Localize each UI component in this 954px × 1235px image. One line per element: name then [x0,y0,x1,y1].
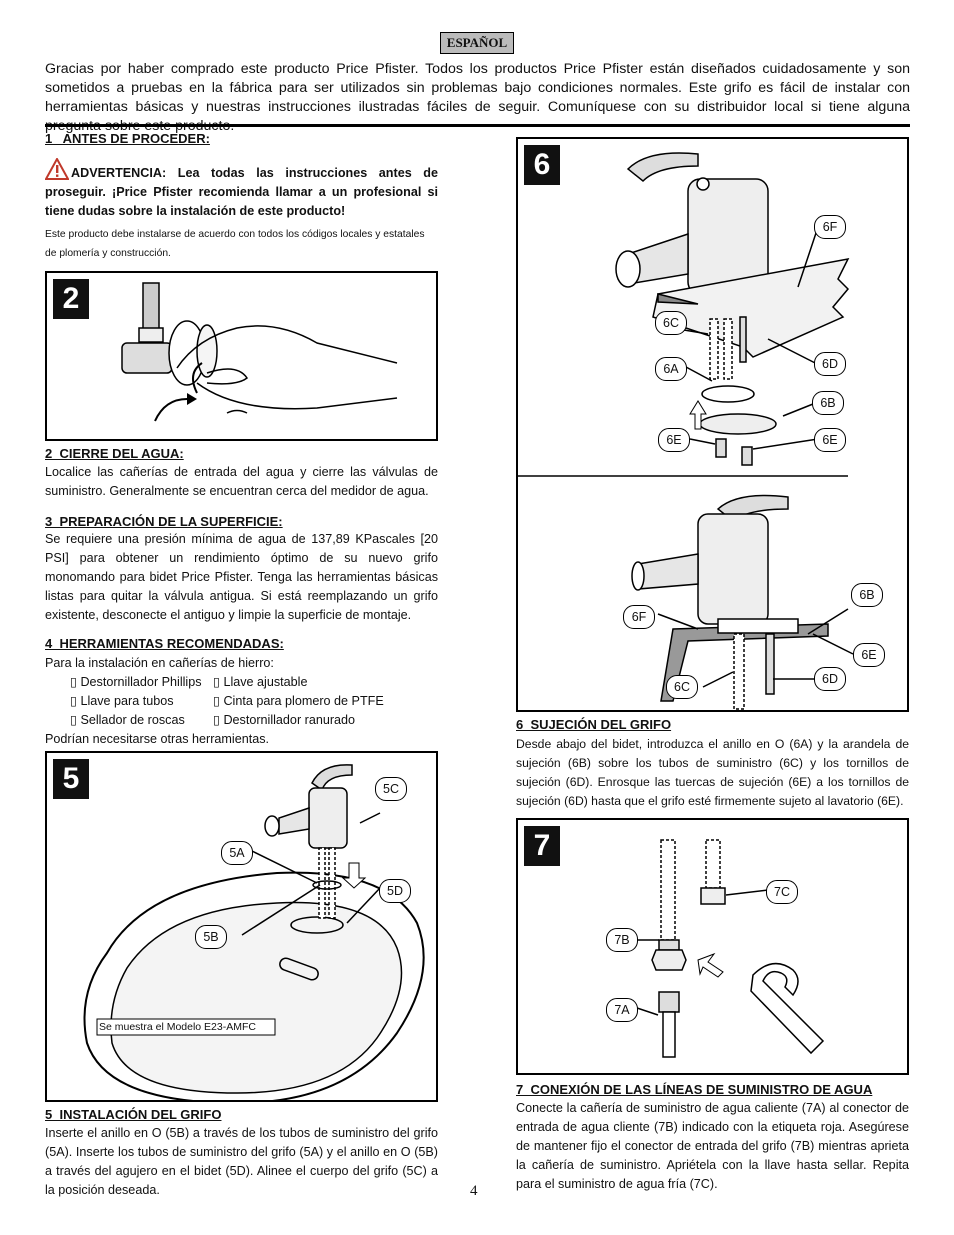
callout-6e-bottom: 6E [853,643,885,667]
section-3-heading: 3 PREPARACIÓN DE LA SUPERFICIE: [45,514,283,529]
callout-5b: 5B [195,925,227,949]
header-rule [45,124,910,127]
callout-6f-bottom: 6F [623,605,655,629]
warning-block: ADVERTENCIA: Lea todas las instrucciones… [44,156,438,221]
callout-6c-bottom: 6C [666,675,698,699]
tools-list: Para la instalación en cañerías de hierr… [45,654,438,749]
callout-6d-top: 6D [814,352,846,376]
section-2-body: Localice las cañerías de entrada del agu… [45,465,438,498]
page-number: 4 [470,1183,478,1199]
callout-7a: 7A [606,998,638,1022]
warning-text: Lea todas las instrucciones antes de pro… [45,166,438,218]
tool-item: ▯ Llave para tubos [70,694,174,708]
tool-item: ▯ Destornillador Phillips [70,675,202,689]
figure-5: 5 5C 5A 5D 5B Se muestra el Modelo E23-A… [45,751,438,1102]
language-badge: ESPAÑOL [440,32,514,54]
figure-6: 6 [516,137,909,712]
figure-7-number: 7 [524,826,560,866]
tool-item: ▯ Cinta para plomero de PTFE [213,694,384,708]
callout-6f-top: 6F [814,215,846,239]
callout-6b-top: 6B [812,391,844,415]
warning-label: ADVERTENCIA: [71,166,167,180]
callout-6d-bottom: 6D [814,667,846,691]
callout-6e-top-left: 6E [658,428,690,452]
tool-item: ▯ Destornillador ranurado [213,713,356,727]
section-5-heading: 5 INSTALACIÓN DEL GRIFO [45,1107,222,1122]
model-caption: Se muestra el Modelo E23-AMFC [99,1021,256,1033]
bidet-faucet-install-illustration [83,764,425,1100]
figure-6-number: 6 [524,145,560,185]
figure-2: 2 [45,271,438,441]
callout-5a: 5A [221,841,253,865]
section-7-body: Conecte la cañería de suministro de agua… [516,1101,909,1191]
callout-5c: 5C [375,777,407,801]
tool-item: ▯ Llave ajustable [213,675,308,689]
callout-5d: 5D [379,879,411,903]
section-4-heading: 4 HERRAMIENTAS RECOMENDADAS: [45,636,284,651]
figure-2-number: 2 [53,279,89,319]
faucet-mounting-illustration [518,152,854,710]
section-2-heading: 2 CIERRE DEL AGUA: [45,446,184,461]
shutoff-valve-illustration [121,282,398,422]
callout-6c-top: 6C [655,311,687,335]
section-3-body: Se requiere una presión mínima de agua d… [45,532,438,622]
figure-5-number: 5 [53,759,89,799]
tool-item: ▯ Sellador de roscas [70,713,185,727]
callout-6b-bottom: 6B [851,583,883,607]
tools-intro: Para la instalación en cañerías de hierr… [45,656,274,670]
section-6-heading: 6 SUJECIÓN DEL GRIFO [516,717,672,732]
section-1-heading: 1 ANTES DE PROCEDER: [45,131,210,146]
supply-line-connection-illustration [627,839,825,1058]
warning-icon [44,156,70,180]
callout-7c: 7C [766,880,798,904]
section-5-body: Inserte el anillo en O (5B) a través de … [45,1126,438,1197]
callout-7b: 7B [606,928,638,952]
callout-6a-top: 6A [655,357,687,381]
figure-7: 7 7C 7B 7A [516,818,909,1075]
section-7-heading: 7 CONEXIÓN DE LAS LÍNEAS DE SUMINISTRO D… [516,1082,873,1097]
code-note: Este producto debe instalarse de acuerdo… [45,229,425,259]
section-6-body: Desde abajo del bidet, introduzca el ani… [516,737,909,808]
callout-6e-top-right: 6E [814,428,846,452]
tools-outro: Podrían necesitarse otras herramientas. [45,732,270,746]
